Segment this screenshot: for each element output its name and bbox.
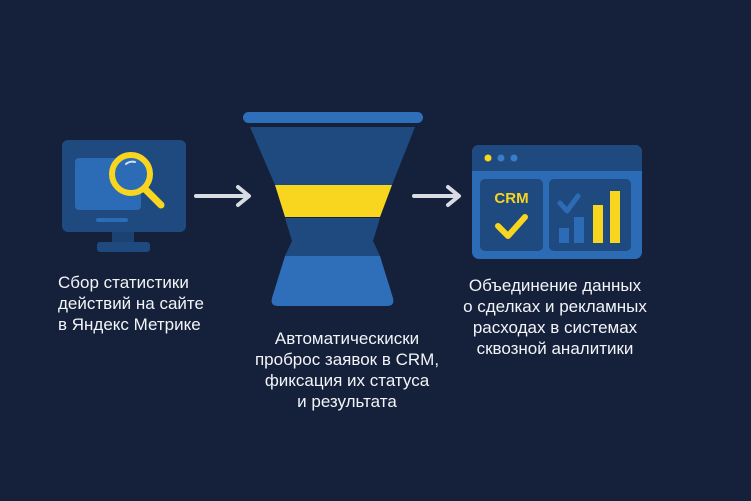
arrow-right-icon (194, 185, 251, 207)
step-2 (240, 108, 430, 313)
arrow-2 (410, 183, 466, 209)
crm-label: CRM (494, 190, 528, 207)
step-3: CRM (470, 143, 645, 263)
monitor-with-magnifier-icon (62, 140, 186, 252)
step-2-caption: Автоматическиски проброс заявок в CRM, ф… (254, 329, 440, 411)
arrow-1 (192, 183, 256, 209)
step-3-caption: Объединение данных о сделках и рекламных… (463, 276, 647, 358)
step-1-caption: Сбор статистики действий на сайте в Янде… (58, 273, 204, 334)
step-1 (58, 138, 188, 258)
funnel-icon (243, 112, 423, 306)
crm-dashboard-window-icon: CRM (472, 145, 642, 259)
arrow-right-icon (412, 185, 461, 207)
